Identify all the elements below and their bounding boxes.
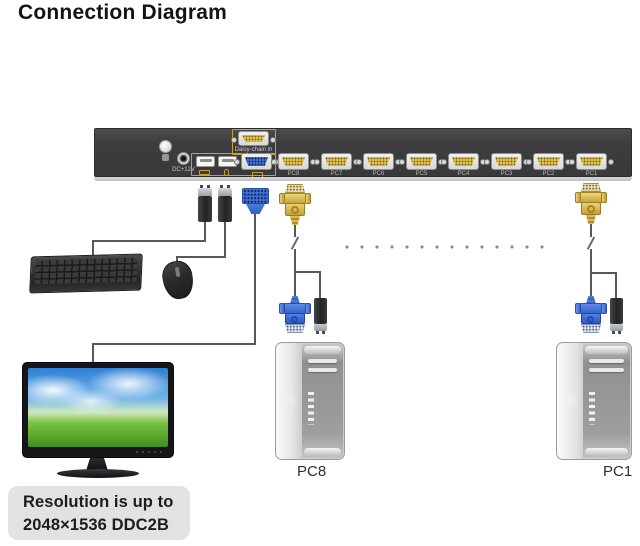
monitor-cable — [254, 213, 256, 345]
keyboard-cable — [92, 240, 206, 242]
page-title: Connection Diagram — [18, 1, 227, 24]
keyboard-usb-plug — [198, 185, 212, 222]
computer-tower-pc8 — [275, 342, 345, 460]
ellipsis-dotted-line — [343, 243, 555, 251]
kvm-port-label: PC1 — [585, 171, 598, 177]
pc1-kvm-cable — [590, 224, 592, 297]
vga-port-icon — [315, 153, 358, 170]
vga-port-icon — [272, 153, 315, 170]
monitor-screen — [28, 368, 168, 447]
monitor-cable — [92, 343, 94, 364]
dc-power-label: DC+12V — [172, 167, 195, 173]
kvm-port-pc1: PC1 — [570, 153, 613, 177]
pc1-vga-plug-blue — [575, 296, 607, 335]
console-vga-plug — [242, 188, 269, 214]
vga-port-icon — [570, 153, 613, 170]
daisy-chain-label: Daisy-chain in — [234, 147, 273, 153]
mouse-icon — [224, 169, 229, 176]
resolution-note: Resolution is up to 2048×1536 DDC2B — [8, 486, 190, 540]
kvm-port-pc5: PC5 — [400, 153, 443, 177]
kvm-port-label: PC6 — [372, 171, 385, 177]
kvm-switch-rear-panel: DC+12V Daisy-chain in PC8 PC7 PC6 PC5 — [94, 128, 632, 178]
console-section-outline — [191, 153, 276, 176]
kvm-port-pc8: PC8 — [272, 153, 315, 177]
kvm-port-label: PC2 — [542, 171, 555, 177]
resolution-note-line1: Resolution is up to — [23, 493, 174, 511]
pc1-usb-plug — [610, 298, 623, 334]
pc8-kvm-cable — [294, 223, 296, 297]
monitor-buttons — [134, 450, 164, 454]
resolution-note-line2: 2048×1536 DDC2B — [23, 516, 169, 534]
kvm-port-label: PC5 — [415, 171, 428, 177]
cable-break-mark — [290, 236, 300, 250]
vga-port-icon — [485, 153, 528, 170]
kvm-port-pc2: PC2 — [527, 153, 570, 177]
kvm-port-pc6: PC6 — [357, 153, 400, 177]
kvm-port-label: PC8 — [287, 171, 300, 177]
mouse-usb-plug — [218, 185, 232, 222]
kvm-port-label: PC4 — [457, 171, 470, 177]
kvm-port-label: PC7 — [330, 171, 343, 177]
keyboard-cable — [204, 222, 206, 242]
pc8-vga-plug-blue — [279, 296, 311, 335]
kvm-port-label: PC3 — [500, 171, 513, 177]
dc-power-jack — [177, 152, 190, 165]
computer-tower-pc1 — [556, 342, 632, 460]
mouse-cable — [224, 222, 226, 258]
pc8-usb-cable — [319, 271, 321, 299]
vga-port-icon — [527, 153, 570, 170]
mouse-cable — [176, 256, 226, 258]
usb-keyboard-port — [196, 156, 215, 167]
vga-port-icon — [400, 153, 443, 170]
kvm-base-edge — [94, 177, 632, 181]
keyboard — [29, 253, 143, 294]
vga-port-icon — [357, 153, 400, 170]
pc1-usb-cable — [615, 272, 617, 299]
keyboard-icon — [199, 170, 210, 175]
monitor — [22, 362, 174, 458]
kvm-port-pc4: PC4 — [442, 153, 485, 177]
pc8-label: PC8 — [297, 463, 327, 480]
pc8-usb-plug — [314, 298, 327, 334]
pc1-label: PC1 — [603, 463, 633, 480]
mouse — [159, 258, 197, 302]
monitor-cable — [92, 343, 256, 345]
console-vga-port — [235, 153, 278, 170]
kvm-port-pc7: PC7 — [315, 153, 358, 177]
ground-bolt-icon — [162, 154, 169, 161]
pc1-kvm-cable — [590, 272, 617, 274]
keyboard-cable — [92, 240, 94, 263]
pc8-vga-plug-yellow — [279, 184, 311, 225]
pc1-vga-plug-yellow — [575, 183, 607, 224]
cable-break-mark — [586, 236, 596, 250]
vga-port-icon — [442, 153, 485, 170]
ground-screw-icon — [159, 140, 172, 153]
daisy-chain-vga-port — [232, 131, 275, 146]
pc8-kvm-cable — [294, 271, 321, 273]
monitor-stand-neck — [86, 458, 108, 471]
kvm-port-pc3: PC3 — [485, 153, 528, 177]
monitor-stand-base — [57, 469, 139, 478]
